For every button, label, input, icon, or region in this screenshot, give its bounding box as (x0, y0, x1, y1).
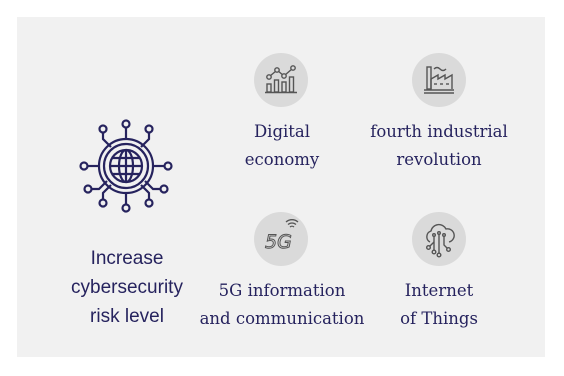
item-label-line: fourth industrial (370, 122, 508, 141)
5g-circle: 5G (254, 212, 308, 266)
analytics-circle (254, 53, 308, 107)
cloud-circuit-icon (425, 223, 455, 258)
item-label-5g: 5G information and communication (195, 277, 369, 333)
item-label-iot: Internet of Things (387, 277, 491, 333)
item-label-line: 5G information (218, 281, 346, 300)
analytics-chart-icon (265, 65, 297, 94)
item-label-industrial-revolution: fourth industrial revolution (362, 118, 516, 174)
globe-network-icon (79, 119, 173, 213)
item-label-line: economy (244, 150, 320, 169)
5g-icon-text: 5G (265, 231, 292, 253)
factory-icon (424, 66, 454, 94)
hub-label-line: Increase (90, 248, 164, 269)
factory-circle (412, 53, 466, 107)
item-label-line: revolution (396, 150, 482, 169)
iot-circle (412, 212, 466, 266)
5g-signal-icon: 5G (265, 219, 299, 254)
item-label-line: Digital (253, 122, 311, 141)
item-label-line: and communication (199, 309, 365, 328)
hub-label-line: cybersecurity (71, 277, 183, 298)
item-label-line: Internet (404, 281, 474, 300)
diagram-panel: Increase cybersecurity risk level Digita… (17, 17, 545, 357)
hub-label: Increase cybersecurity risk level (57, 244, 197, 331)
item-label-digital-economy: Digital economy (217, 118, 347, 174)
hub-label-line: risk level (90, 306, 164, 327)
item-label-line: of Things (400, 309, 478, 328)
